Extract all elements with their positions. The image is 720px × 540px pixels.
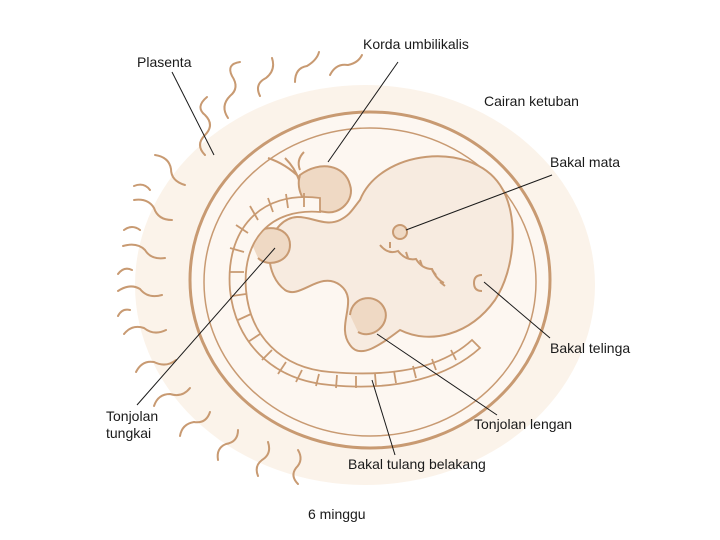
label-tonjolan-tungkai-line2: tungkai xyxy=(106,425,158,442)
label-cairan-ketuban: Cairan ketuban xyxy=(484,93,579,110)
leader-plasenta xyxy=(172,72,214,155)
label-tonjolan-lengan: Tonjolan lengan xyxy=(474,416,572,433)
label-bakal-tulang-belakang: Bakal tulang belakang xyxy=(348,456,486,473)
caption-age: 6 minggu xyxy=(308,506,366,522)
label-plasenta: Plasenta xyxy=(137,54,191,71)
label-tonjolan-tungkai: Tonjolan tungkai xyxy=(106,408,158,442)
label-bakal-telinga: Bakal telinga xyxy=(550,340,630,357)
label-korda-umbilikalis: Korda umbilikalis xyxy=(363,36,469,53)
label-tonjolan-tungkai-line1: Tonjolan xyxy=(106,408,158,425)
label-bakal-mata: Bakal mata xyxy=(550,154,620,171)
